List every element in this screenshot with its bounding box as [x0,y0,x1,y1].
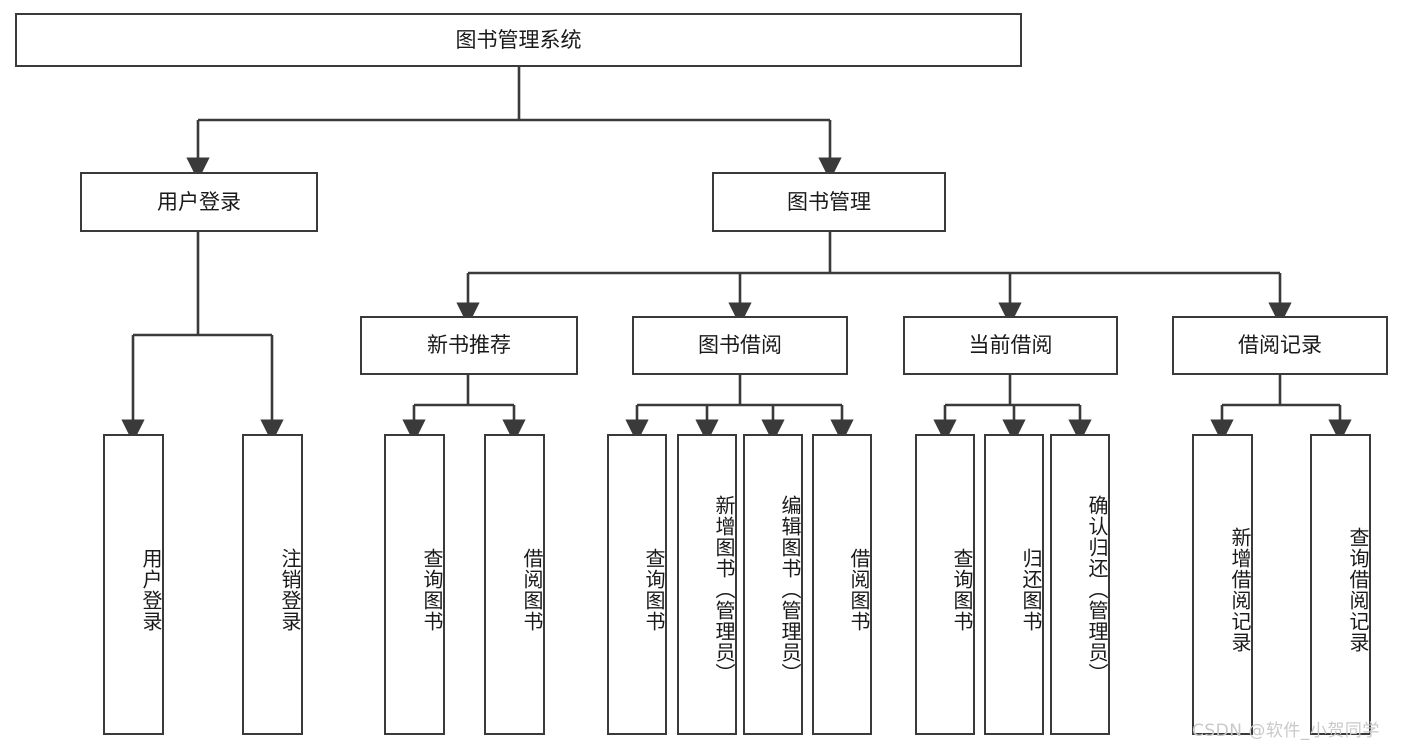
leaf-current-query-book[interactable]: 查询图书 [915,434,975,735]
leaf-new-book-query[interactable]: 查询图书 [384,434,445,735]
leaf-borrow-borrow-book[interactable]: 借阅图书 [812,434,872,735]
leaf-label: 查询借阅记录 [1346,526,1370,653]
node-root-system[interactable]: 图书管理系统 [15,13,1022,67]
leaf-borrow-edit-book-admin[interactable]: 编辑图书（管理员） [743,434,803,735]
leaf-current-return-book[interactable]: 归还图书 [984,434,1044,735]
leaf-label: 确认归还（管理员） [1085,495,1109,684]
leaf-user-login-signin[interactable]: 用户登录 [103,434,164,735]
leaf-user-login-signout[interactable]: 注销登录 [242,434,303,735]
node-borrow-record[interactable]: 借阅记录 [1172,316,1388,375]
leaf-label: 注销登录 [278,547,302,632]
leaf-label: 查询图书 [420,547,444,632]
leaf-record-add-record[interactable]: 新增借阅记录 [1192,434,1253,735]
leaf-borrow-add-book-admin[interactable]: 新增图书（管理员） [677,434,737,735]
node-book-borrow[interactable]: 图书借阅 [632,316,848,375]
leaf-label: 归还图书 [1019,547,1043,632]
leaf-label: 用户登录 [139,547,163,632]
leaf-label: 借阅图书 [847,547,871,632]
leaf-label: 查询图书 [642,547,666,632]
node-new-book-recommend[interactable]: 新书推荐 [360,316,578,375]
leaf-label: 借阅图书 [520,547,544,632]
node-current-borrow[interactable]: 当前借阅 [903,316,1118,375]
leaf-borrow-query-book[interactable]: 查询图书 [607,434,667,735]
leaf-label: 编辑图书（管理员） [778,495,802,684]
node-book-management[interactable]: 图书管理 [712,172,946,232]
leaf-label: 新增图书（管理员） [712,495,736,684]
node-user-login[interactable]: 用户登录 [80,172,318,232]
leaf-label: 查询图书 [950,547,974,632]
leaf-label: 新增借阅记录 [1228,526,1252,653]
leaf-record-query-record[interactable]: 查询借阅记录 [1310,434,1371,735]
leaf-current-confirm-return-admin[interactable]: 确认归还（管理员） [1050,434,1110,735]
leaf-new-book-borrow[interactable]: 借阅图书 [484,434,545,735]
